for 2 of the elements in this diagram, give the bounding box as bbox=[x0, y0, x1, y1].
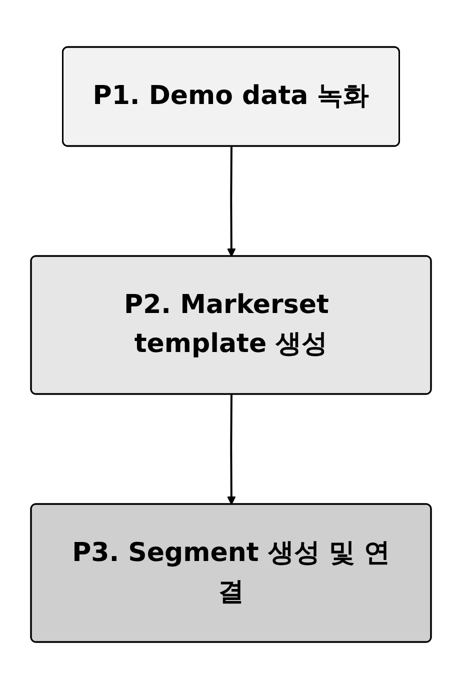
arrow bbox=[227, 146, 236, 257]
arrow bbox=[227, 394, 236, 505]
